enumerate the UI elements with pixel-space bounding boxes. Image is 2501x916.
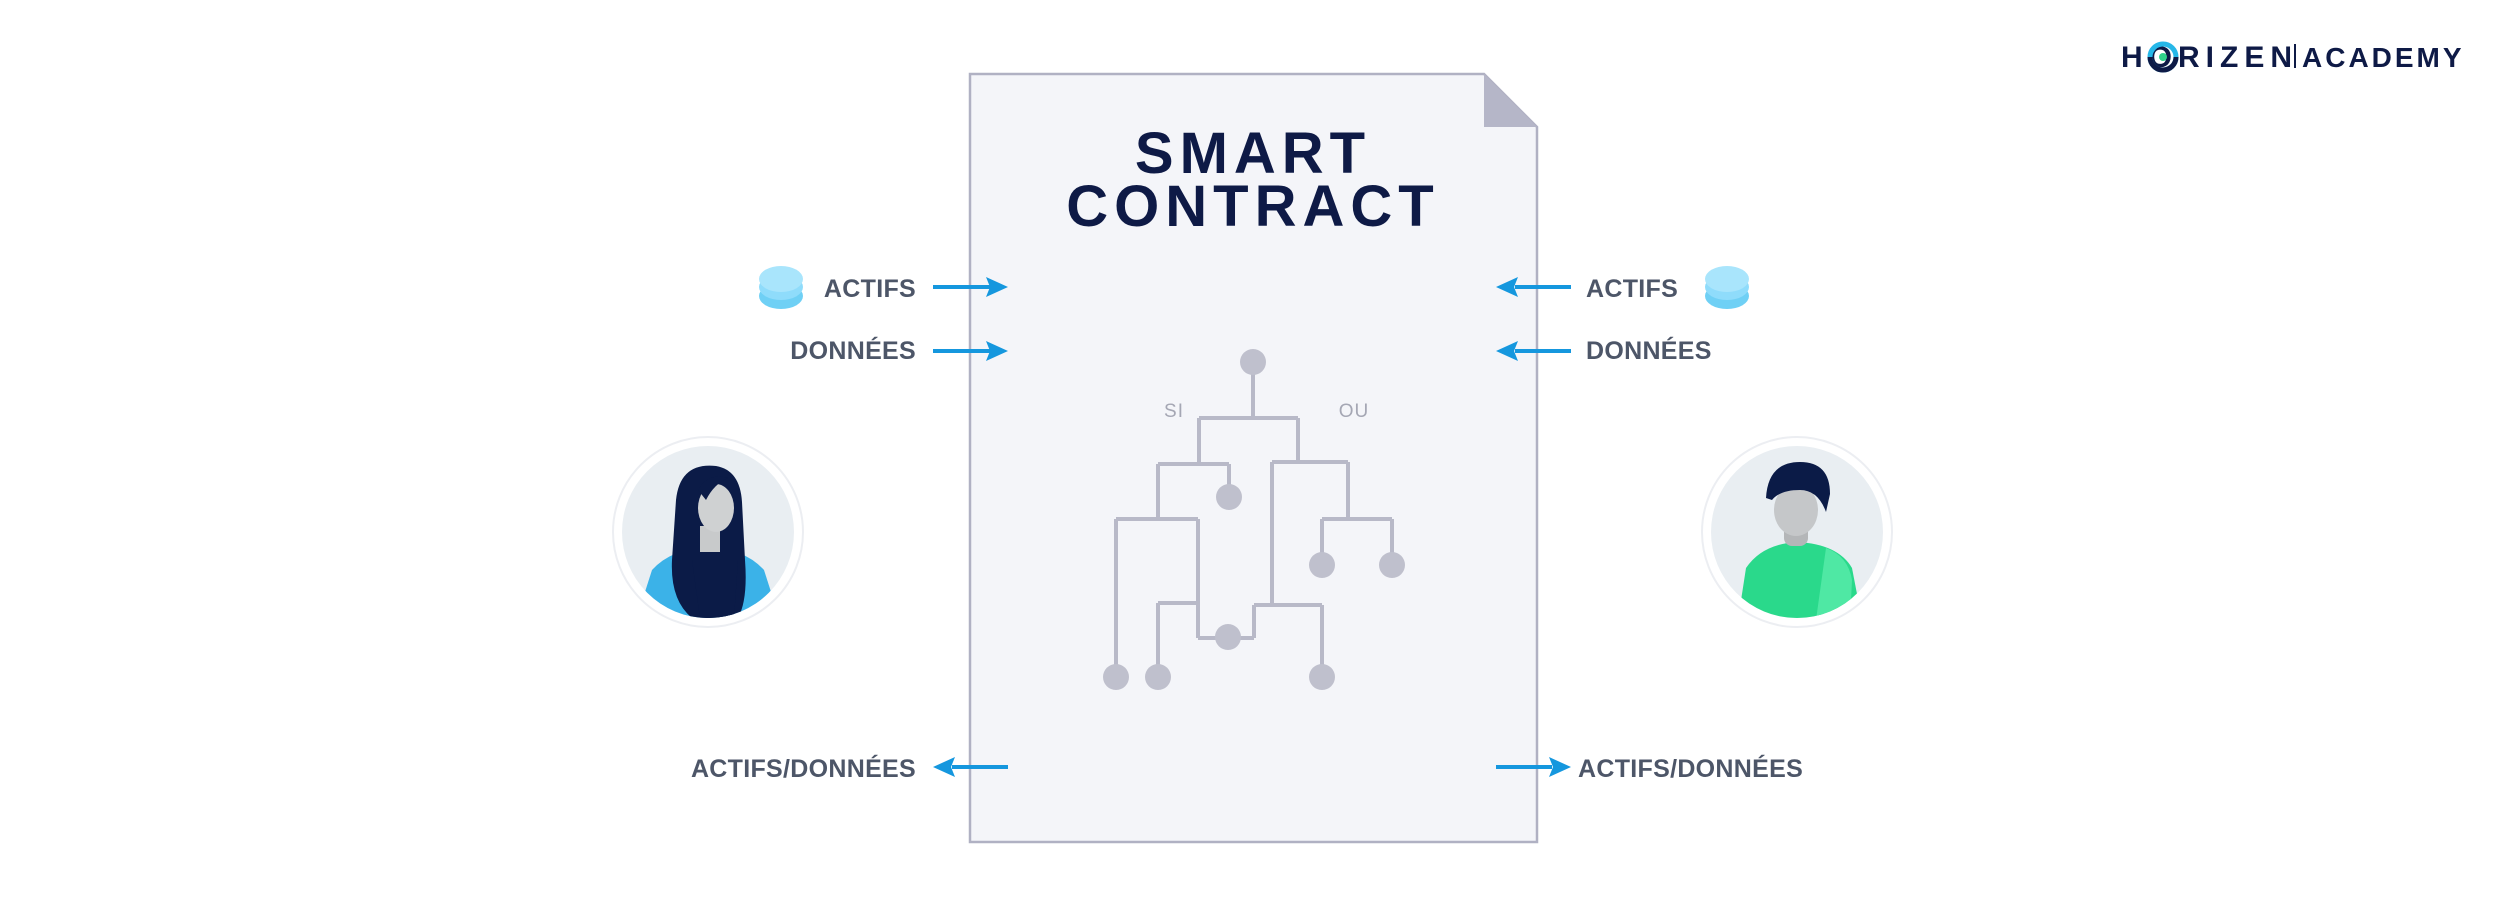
coin-stack-icon	[1705, 266, 1749, 309]
branch-label-ou: OU	[1339, 401, 1370, 422]
arrow-right-icon	[1496, 757, 1571, 777]
tree-node	[1309, 552, 1335, 578]
document-fold-icon	[1484, 74, 1537, 127]
tree-node	[1215, 624, 1241, 650]
tree-node	[1309, 664, 1335, 690]
tree-node	[1379, 552, 1405, 578]
right-input-data: DONNÉES	[1586, 336, 1712, 365]
horizen-logo-mark-icon	[2147, 41, 2179, 73]
document-page	[968, 72, 1539, 844]
tree-node	[1145, 664, 1171, 690]
arrow-left-icon	[933, 757, 1008, 777]
arrow-left-icon	[1496, 277, 1571, 297]
document-title-line2: CONTRACT	[1066, 174, 1439, 239]
tree-node-root	[1240, 349, 1266, 375]
horizen-academy-logo: HORIZEN ACADEMY	[2121, 41, 2465, 74]
logo-product-text: ACADEMY	[2302, 42, 2465, 73]
decision-tree	[1103, 349, 1405, 690]
arrow-right-icon	[933, 341, 1008, 361]
left-input-assets: ACTIFS	[824, 275, 916, 303]
left-input-data: DONNÉES	[790, 336, 916, 365]
left-output: ACTIFS/DONNÉES	[691, 754, 916, 783]
coin-stack-icon	[759, 266, 803, 309]
woman-avatar-icon	[612, 436, 804, 628]
right-input-assets: ACTIFS	[1586, 275, 1678, 303]
arrow-left-icon	[1496, 341, 1571, 361]
arrow-right-icon	[933, 277, 1008, 297]
document-title-line1: SMART	[1135, 121, 1371, 186]
tree-node	[1216, 484, 1242, 510]
man-avatar-icon	[1701, 436, 1893, 628]
right-output: ACTIFS/DONNÉES	[1578, 754, 1803, 783]
smart-contract-document: SMART CONTRACT	[968, 72, 1539, 844]
branch-label-si: SI	[1164, 401, 1184, 422]
tree-node	[1103, 664, 1129, 690]
